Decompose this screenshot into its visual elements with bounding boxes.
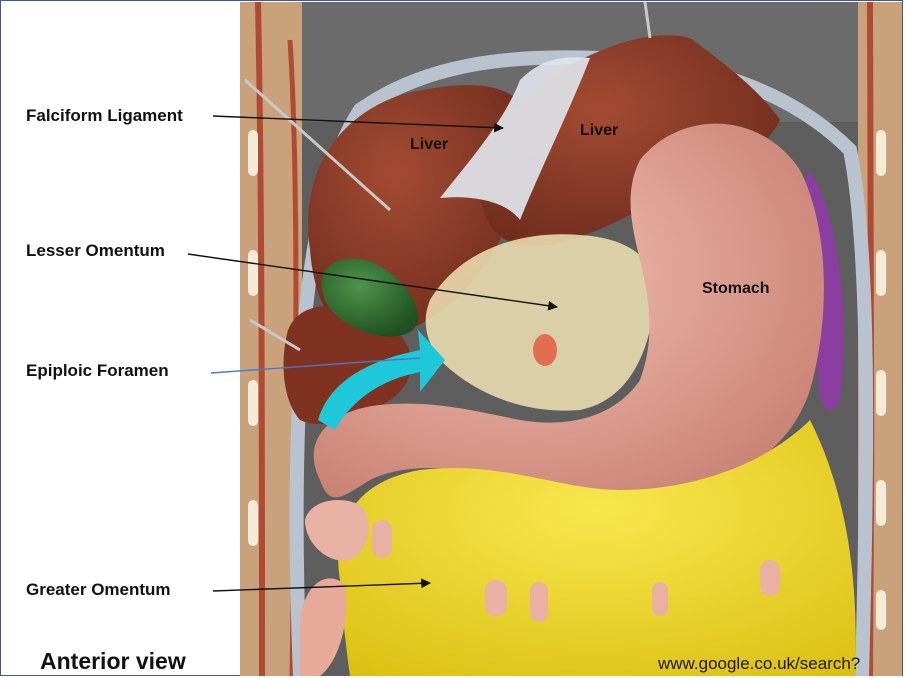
figure-title: Anterior view [40,648,186,675]
label-liver-left: Liver [410,136,448,154]
label-lesser-omentum: Lesser Omentum [26,241,165,261]
label-falciform-ligament: Falciform Ligament [26,106,183,126]
anatomy-picture [240,2,902,676]
image-source-credit: www.google.co.uk/search? [658,654,860,674]
label-stomach: Stomach [702,280,770,298]
label-liver-right: Liver [580,122,618,140]
lesser-omentum-vessel [533,334,557,366]
label-greater-omentum: Greater Omentum [26,580,171,600]
label-epiploic-foramen: Epiploic Foramen [26,361,169,381]
